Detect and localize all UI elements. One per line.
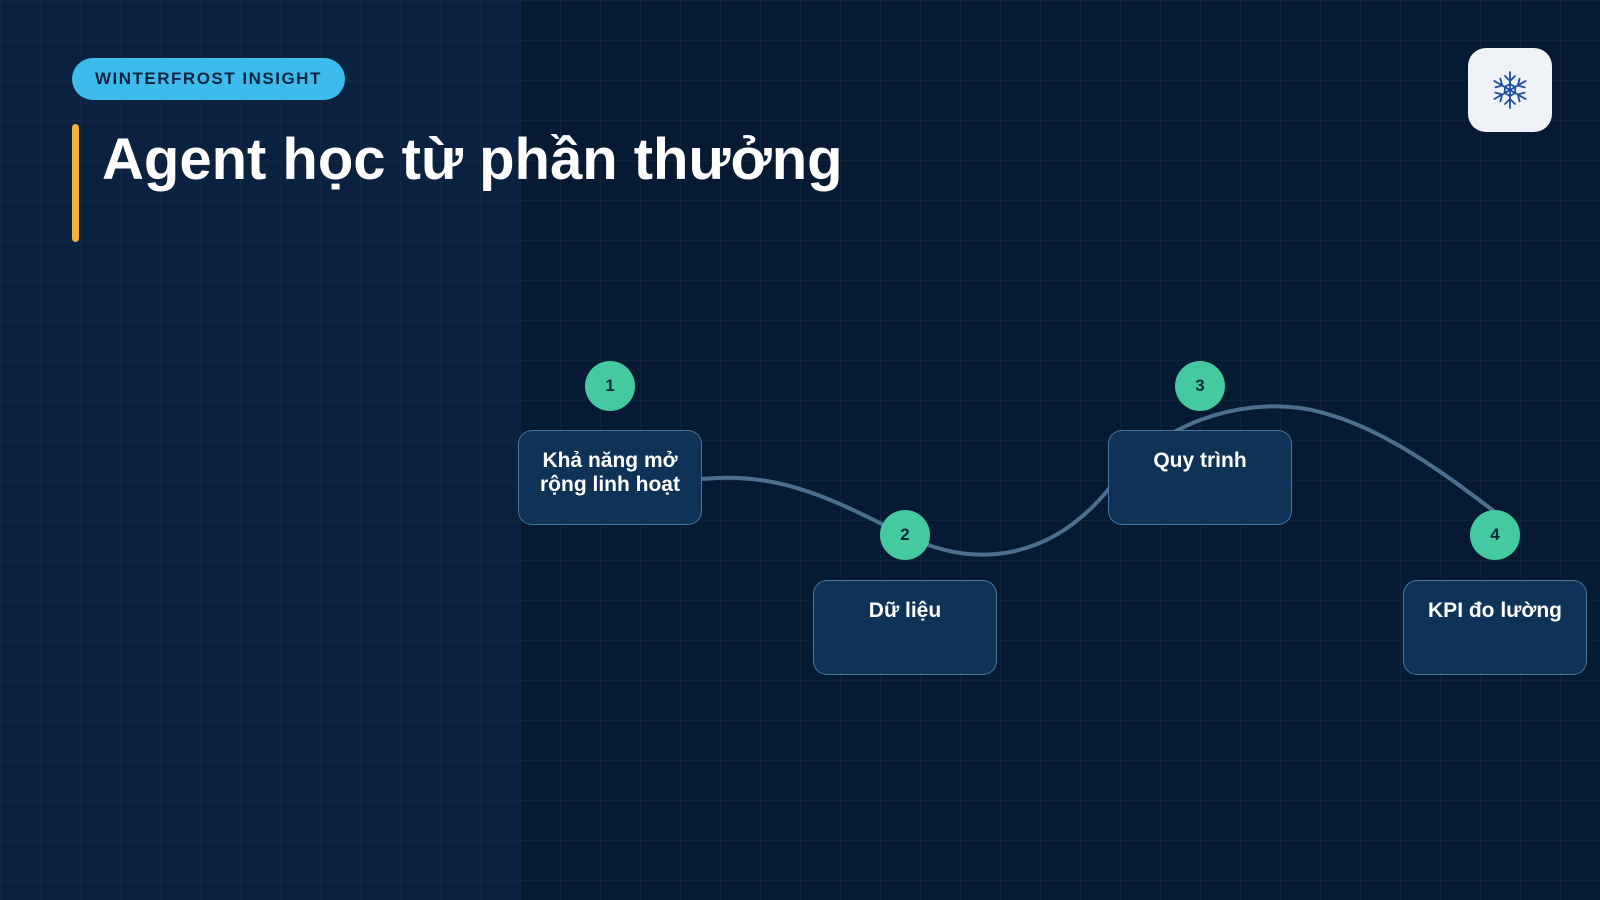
snowflake-icon xyxy=(1493,71,1527,109)
step-card-2: Dữ liệu xyxy=(813,580,997,675)
slide-title: Agent học từ phần thưởng xyxy=(102,127,843,192)
step-badge-3: 3 xyxy=(1175,361,1225,411)
title-accent-bar xyxy=(72,124,79,242)
step-badge-4: 4 xyxy=(1470,510,1520,560)
logo xyxy=(1468,48,1552,132)
step-card-3: Quy trình xyxy=(1108,430,1292,525)
step-badge-1: 1 xyxy=(585,361,635,411)
step-card-4: KPI đo lường xyxy=(1403,580,1587,675)
left-panel-shade xyxy=(0,0,520,900)
step-card-1: Khả năng mở rộng linh hoạt xyxy=(518,430,702,525)
brand-label: WINTERFROST INSIGHT xyxy=(72,58,345,100)
step-badge-2: 2 xyxy=(880,510,930,560)
